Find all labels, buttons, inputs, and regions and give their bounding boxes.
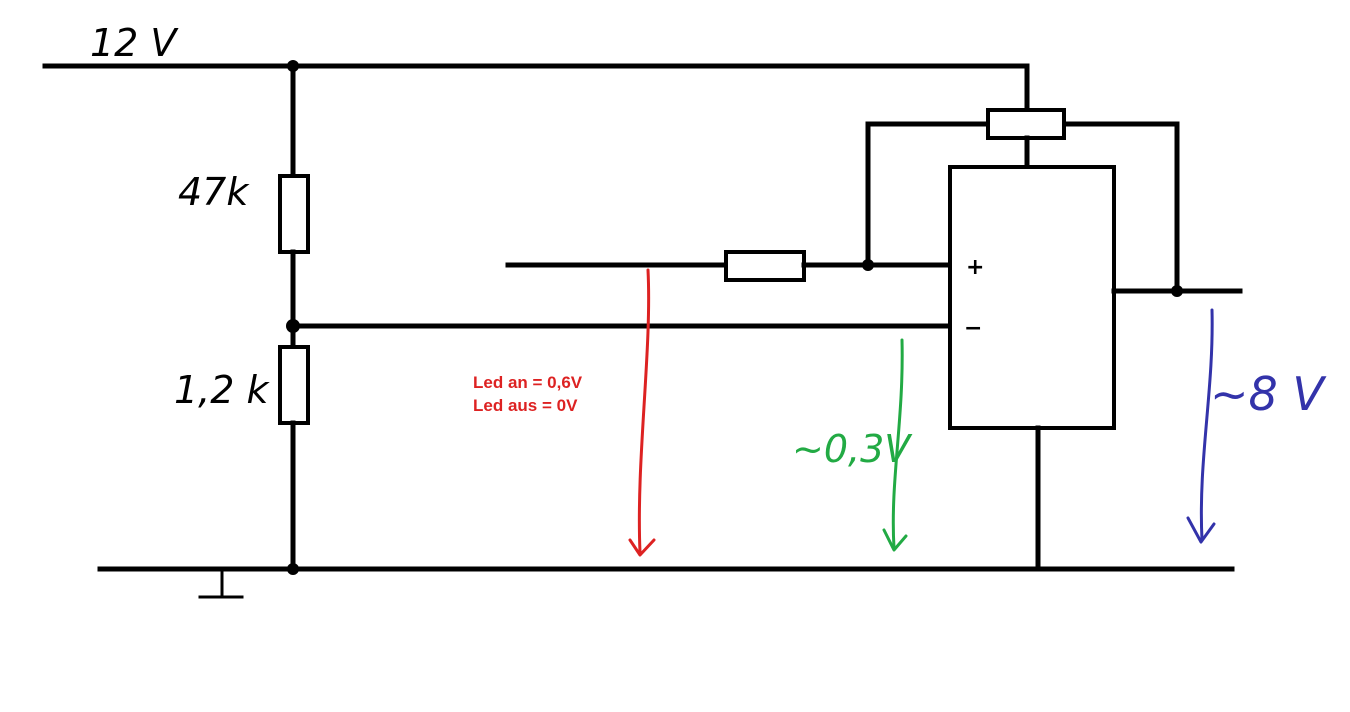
opamp-minus-sign: −	[964, 316, 982, 341]
junction-dot	[286, 319, 300, 333]
junction-dot	[287, 563, 299, 575]
series-resistor	[724, 250, 806, 282]
resistor-1k2-label: 1,2 k	[174, 368, 271, 412]
opamp-body	[948, 165, 1116, 430]
resistor-47k-label: 47k	[178, 170, 250, 214]
green-measure-arrow	[891, 338, 904, 550]
blue-arrowhead	[1186, 516, 1216, 544]
red-measure-arrow	[637, 268, 651, 554]
resistor-1k2	[278, 345, 310, 425]
led-on-label: Led an = 0,6V	[473, 373, 583, 392]
opamp-plus-sign: +	[966, 255, 984, 280]
blue-measure-arrow	[1199, 308, 1214, 542]
resistor-47k	[278, 174, 310, 254]
output-voltage-label: ~8 V	[1210, 367, 1327, 421]
junction-dot	[1171, 285, 1183, 297]
led-off-label: Led aus = 0V	[473, 396, 578, 415]
red-arrowhead	[628, 538, 656, 557]
green-arrowhead	[882, 528, 908, 552]
supply-label: 12 V	[90, 21, 179, 65]
junction-dot	[862, 259, 874, 271]
junction-dot	[287, 60, 299, 72]
feedback-potentiometer	[986, 108, 1066, 140]
minus-input-voltage-label: ~0,3V	[792, 427, 913, 471]
